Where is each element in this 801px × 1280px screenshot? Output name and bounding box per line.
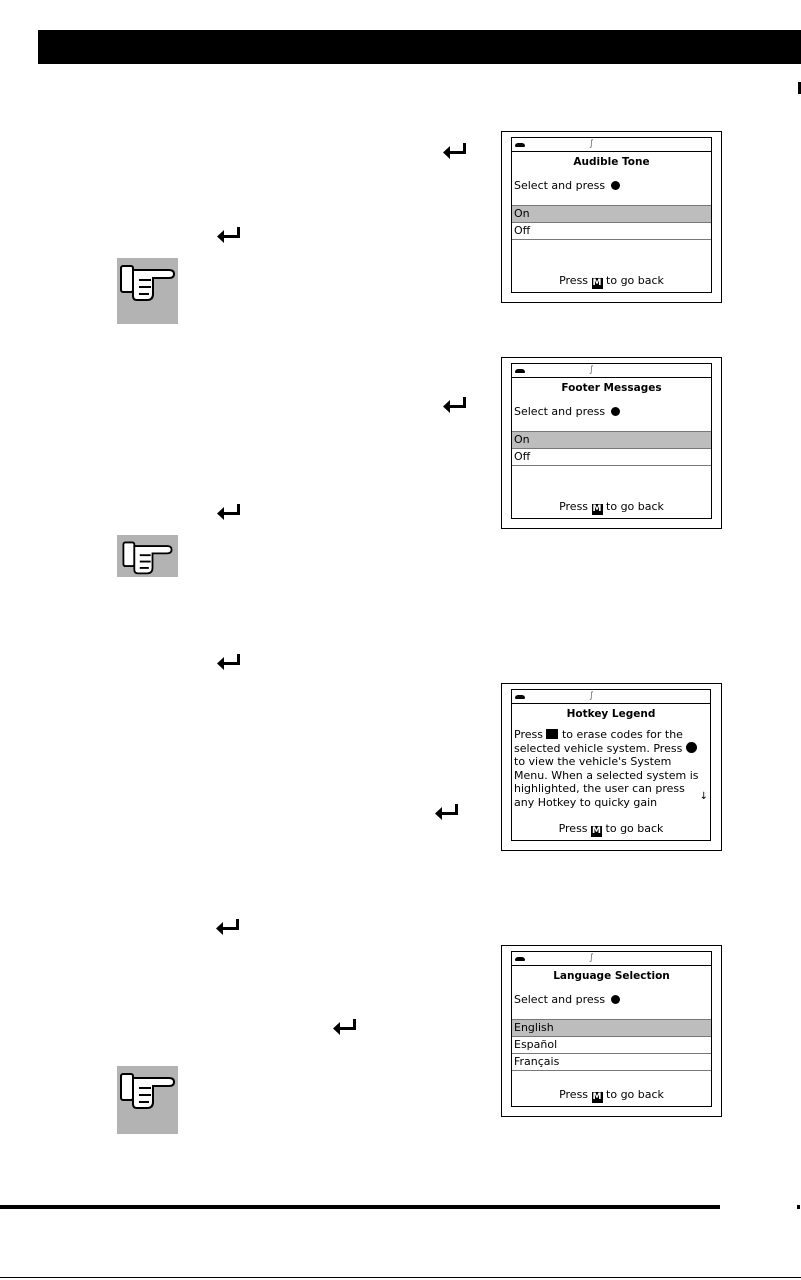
page-edge-line [0, 1277, 801, 1278]
footer-tick [797, 1205, 800, 1209]
bluetooth-icon: ∫ [589, 139, 594, 149]
screen-title: Language Selection [553, 970, 670, 982]
screen-footer: Press M to go back [559, 274, 664, 289]
enter-arrow-icon [217, 504, 240, 520]
enter-arrow-icon [443, 397, 466, 413]
enter-key-icon [610, 181, 620, 190]
m-key-icon: M [591, 826, 603, 837]
scroll-down-icon[interactable]: ↓ [699, 791, 708, 802]
status-bar: ∫ [512, 364, 711, 378]
lcd-screen-hotkey-legend: ∫ Hotkey Legend Press to erase codes for… [501, 683, 722, 851]
m-key-icon: M [591, 1092, 603, 1103]
option-list: English Español Français [512, 1019, 711, 1071]
screen-title: Audible Tone [573, 156, 650, 168]
lcd-screen-audible-tone: ∫ Audible Tone Select and press On Off P… [501, 131, 722, 303]
screen-footer: Press M to go back [512, 820, 710, 837]
enter-arrow-icon [443, 143, 466, 159]
enter-arrow-icon [217, 654, 240, 670]
header-bar [38, 30, 801, 64]
screen-prompt: Select and press [514, 405, 711, 419]
option-off[interactable]: Off [512, 223, 711, 240]
pointing-hand-icon [117, 1066, 178, 1134]
screen-prompt: Select and press [514, 993, 711, 1007]
erase-key-icon [546, 729, 559, 739]
option-francais[interactable]: Français [512, 1054, 711, 1071]
enter-arrow-icon [217, 227, 240, 243]
lcd-screen-footer-messages: ∫ Footer Messages Select and press On Of… [501, 357, 722, 529]
enter-arrow-icon [216, 919, 239, 935]
enter-key-icon [610, 407, 620, 416]
option-espanol[interactable]: Español [512, 1037, 711, 1054]
screen-title: Hotkey Legend [566, 708, 656, 720]
option-on[interactable]: On [512, 206, 711, 223]
status-bar: ∫ [512, 952, 711, 966]
car-icon [515, 957, 525, 961]
m-key-icon: M [591, 504, 603, 515]
pointing-hand-icon [117, 535, 178, 577]
screen-title: Footer Messages [561, 382, 662, 394]
bluetooth-icon: ∫ [589, 953, 594, 963]
option-list: On Off [512, 431, 711, 466]
car-icon [515, 695, 525, 699]
enter-key-icon [610, 995, 620, 1004]
enter-arrow-icon [435, 804, 458, 820]
legend-text: Press to erase codes for the selected ve… [514, 728, 699, 809]
status-bar: ∫ [512, 138, 711, 152]
car-icon [515, 143, 525, 147]
option-on[interactable]: On [512, 432, 711, 449]
screen-footer: Press M to go back [559, 1088, 664, 1103]
option-list: On Off [512, 205, 711, 240]
status-bar: ∫ [512, 690, 710, 704]
system-menu-key-icon [685, 741, 697, 753]
m-key-icon: M [591, 278, 603, 289]
screen-prompt: Select and press [514, 179, 711, 193]
margin-tick [798, 82, 801, 94]
enter-arrow-icon [333, 1019, 356, 1035]
screen-footer: Press M to go back [559, 500, 664, 515]
footer-rule [0, 1205, 720, 1209]
pointing-hand-icon [117, 258, 178, 324]
option-off[interactable]: Off [512, 449, 711, 466]
lcd-screen-language-selection: ∫ Language Selection Select and press En… [501, 945, 722, 1117]
car-icon [515, 369, 525, 373]
option-english[interactable]: English [512, 1020, 711, 1037]
bluetooth-icon: ∫ [589, 365, 594, 375]
bluetooth-icon: ∫ [589, 691, 594, 701]
